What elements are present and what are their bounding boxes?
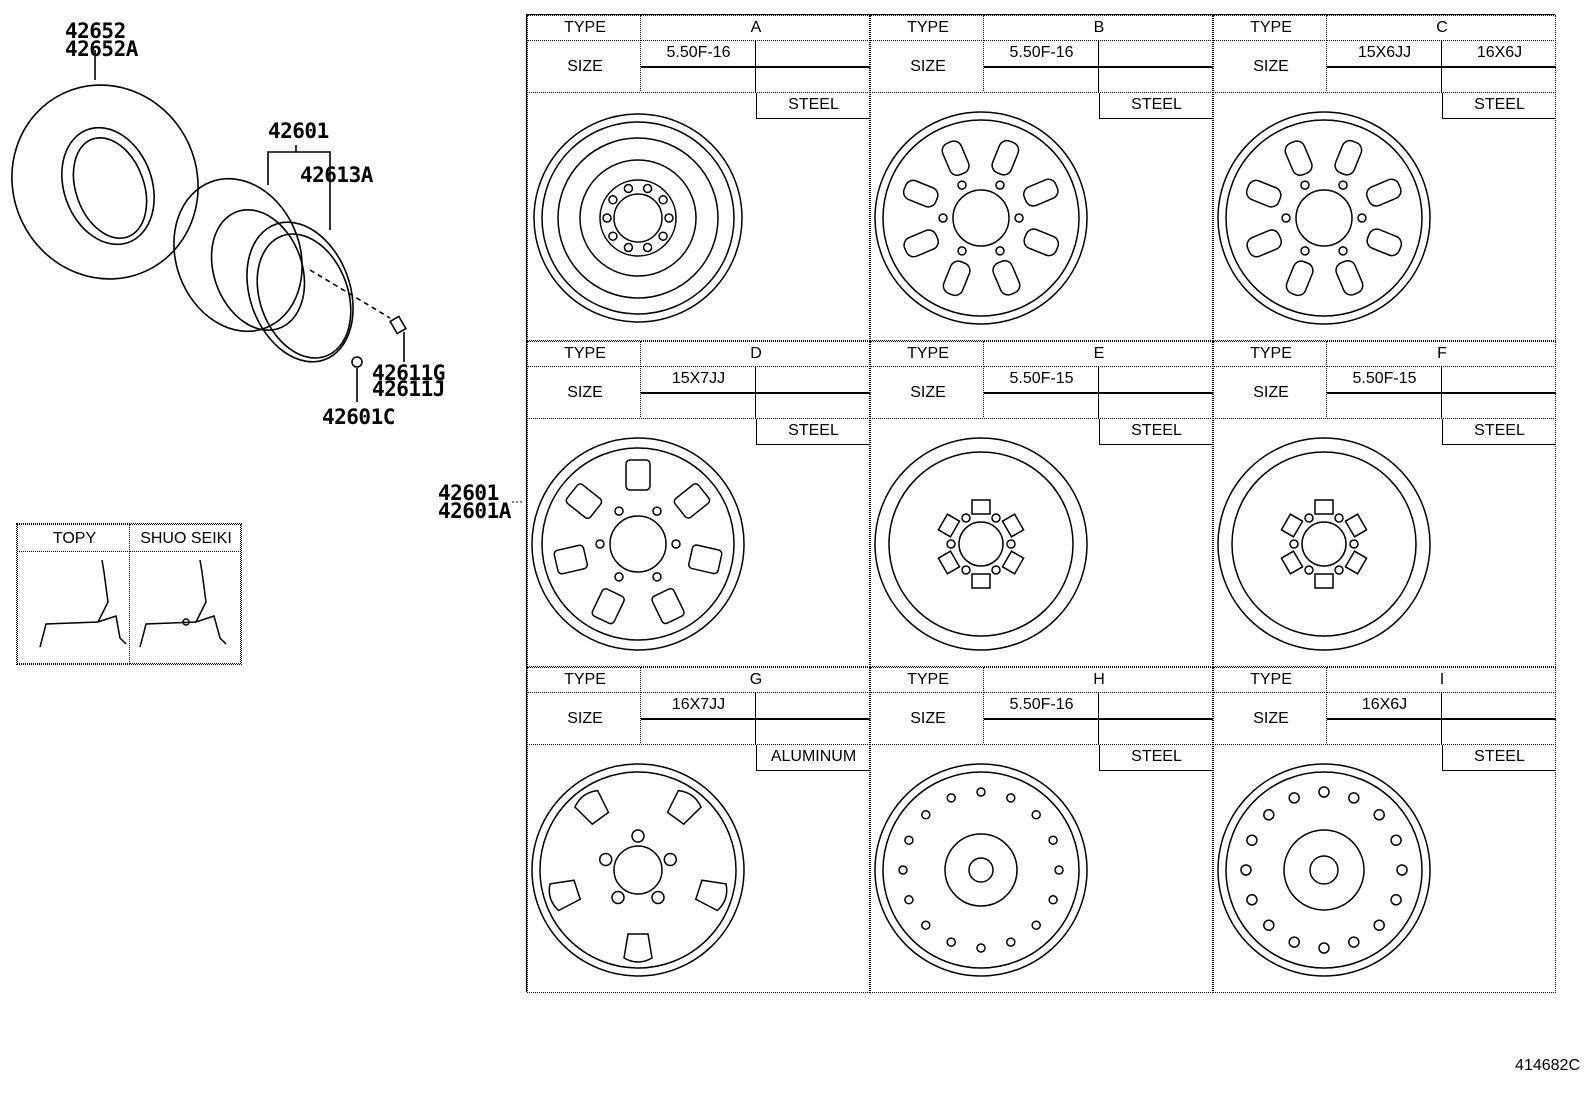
wheel-type-panel-d: TYPE D SIZE 15X7JJ STEEL (527, 341, 870, 667)
wheel-face-icon (874, 437, 1088, 651)
wheel-face-icon (1217, 437, 1431, 651)
type-label-cell: TYPE (1213, 341, 1327, 367)
material-label: STEEL (756, 93, 870, 119)
type-value-cell: C (1326, 15, 1556, 41)
size-primary: 5.50F-15 (1352, 370, 1417, 387)
wheel-type-panel-f: TYPE F SIZE 5.50F-15 STEEL (1213, 341, 1556, 667)
type-value-cell: D (640, 341, 870, 367)
material-label: STEEL (1099, 745, 1213, 771)
divider (1098, 366, 1099, 445)
size-primary: 15X6JJ (1357, 44, 1412, 61)
type-value-cell: G (640, 667, 870, 693)
valve-part-number: 42611G (372, 361, 445, 385)
material-label: STEEL (1442, 745, 1556, 771)
size-secondary: 16X6J (1476, 44, 1523, 61)
size-primary: 15X7JJ (671, 370, 726, 387)
wheel-type-panel-c: TYPE C SIZE 15X6JJ 16X6J STEEL (1213, 15, 1556, 341)
size-label-cell: SIZE (1213, 692, 1327, 745)
drawing-cell (527, 418, 870, 667)
wheel-type-panel-a: TYPE A SIZE 5.50F-16 STEEL (527, 15, 870, 341)
manufacturer-table: TOPY SHUO SEIKI (16, 523, 242, 665)
size-label-cell: SIZE (870, 366, 984, 419)
wheel-part-number: 42601 (268, 119, 329, 143)
size-primary: 5.50F-15 (1009, 370, 1074, 387)
type-value-cell: H (983, 667, 1213, 693)
material-label: STEEL (1099, 419, 1213, 445)
size-primary: 5.50F-16 (666, 44, 731, 61)
cap-nut-icon (351, 356, 363, 402)
valve-stem-icon (389, 315, 407, 362)
wheel-type-table: TYPE A SIZE 5.50F-16 STEEL TYPE B SIZE 5… (526, 14, 1556, 993)
type-value-cell: I (1326, 667, 1556, 693)
divider (755, 40, 756, 119)
size-primary: 16X7JJ (671, 696, 726, 713)
wheel-type-panel-g: TYPE G SIZE 16X7JJ ALUMINUM (527, 667, 870, 993)
divider (755, 366, 756, 445)
wheel-type-panel-i: TYPE I SIZE 16X6J STEEL (1213, 667, 1556, 993)
material-label: STEEL (756, 419, 870, 445)
drawing-cell (870, 418, 1213, 667)
type-label-cell: TYPE (870, 667, 984, 693)
wheel-face-icon (531, 437, 745, 651)
wheel-face-icon (874, 763, 1088, 977)
rim-profile-icon (39, 559, 127, 648)
drawing-cell (1213, 418, 1556, 667)
tire-icon (11, 50, 199, 280)
divider (1098, 692, 1099, 771)
material-label: STEEL (1442, 419, 1556, 445)
material-label: ALUMINUM (756, 745, 870, 771)
rim-band-part-number: 42613A (300, 163, 373, 187)
wheel-types-part-number-alt: 42601A (438, 499, 511, 523)
type-label-cell: TYPE (527, 341, 641, 367)
rim-profile-icon (139, 559, 227, 648)
material-label: STEEL (1442, 93, 1556, 119)
wheel-face-icon (531, 763, 745, 977)
divider (1441, 692, 1442, 771)
size-primary: 16X6J (1361, 696, 1408, 713)
shuo-seiki-profile (129, 551, 241, 664)
size-primary: 5.50F-16 (1009, 44, 1074, 61)
type-label-cell: TYPE (1213, 667, 1327, 693)
tire-part-number: 42652 (65, 19, 126, 43)
wheel-type-panel-e: TYPE E SIZE 5.50F-15 STEEL (870, 341, 1213, 667)
drawing-cell (870, 92, 1213, 341)
valve-part-number-alt: 42611J (372, 377, 445, 401)
divider (1441, 366, 1442, 445)
divider (1441, 40, 1442, 119)
wheel-rim-icon (173, 145, 354, 363)
wheel-face-icon (1217, 763, 1431, 977)
material-label: STEEL (1099, 93, 1213, 119)
wheel-type-panel-h: TYPE H SIZE 5.50F-16 STEEL (870, 667, 1213, 993)
topy-profile (17, 551, 130, 664)
type-value-cell: B (983, 15, 1213, 41)
wheel-types-part-number: 42601 (438, 481, 499, 505)
exploded-wheel-drawing (11, 50, 407, 402)
cap-part-number: 42601C (322, 405, 395, 429)
wheel-face-icon (874, 111, 1088, 325)
divider (1098, 40, 1099, 119)
size-label-cell: SIZE (1213, 366, 1327, 419)
shuo-seiki-header: SHUO SEIKI (129, 524, 241, 552)
type-label-cell: TYPE (527, 15, 641, 41)
wheel-face-icon (533, 113, 743, 323)
size-primary: 5.50F-16 (1009, 696, 1074, 713)
wheel-type-panel-b: TYPE B SIZE 5.50F-16 STEEL (870, 15, 1213, 341)
topy-header: TOPY (17, 524, 130, 552)
divider (755, 692, 756, 771)
size-label-cell: SIZE (527, 366, 641, 419)
diagram-code: 414682C (1515, 1057, 1580, 1074)
wheel-face-icon (1217, 111, 1431, 325)
tire-part-number-alt: 42652A (65, 37, 138, 61)
type-label-cell: TYPE (527, 667, 641, 693)
